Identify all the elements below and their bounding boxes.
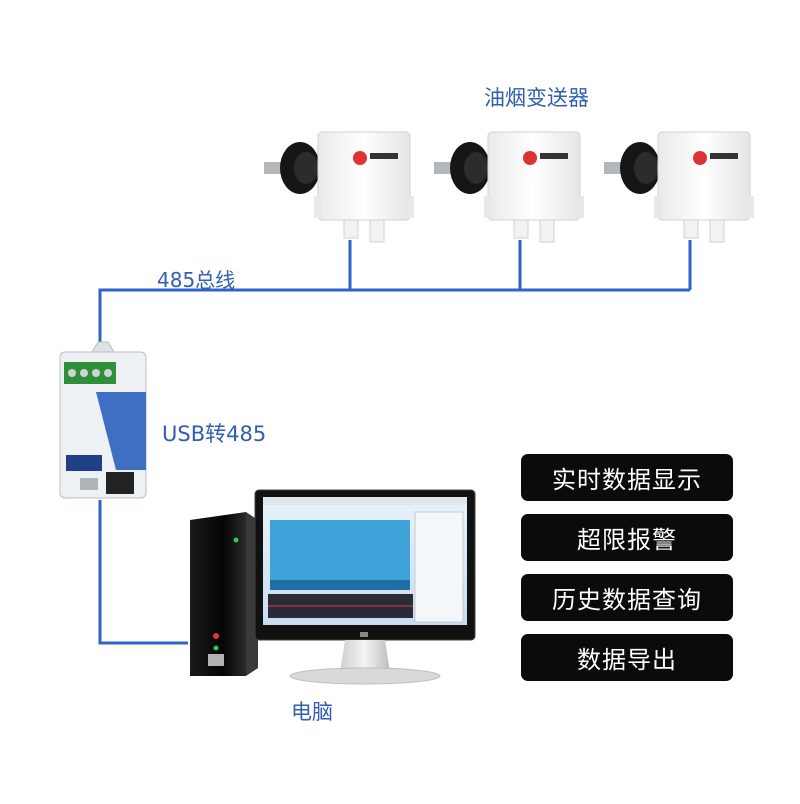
pc-tower (190, 512, 258, 676)
bus-wire (98, 288, 690, 352)
feature-data-export: 数据导出 (521, 634, 733, 681)
bus-label: 485总线 (157, 268, 236, 292)
feature-history-query: 历史数据查询 (521, 574, 733, 621)
feature-realtime-display: 实时数据显示 (521, 454, 733, 501)
monitor (254, 489, 476, 685)
converter-label: USB转485 (162, 422, 267, 446)
usb-cable (98, 500, 188, 645)
oil-fume-sensor-1 (264, 131, 414, 243)
sensor-group-label: 油烟变送器 (484, 86, 589, 110)
computer-label: 电脑 (291, 700, 333, 724)
oil-fume-sensor-2 (434, 131, 584, 243)
feature-limit-alarm: 超限报警 (521, 514, 733, 561)
usb-485-converter (59, 341, 147, 499)
oil-fume-sensor-3 (604, 131, 754, 243)
wiring (98, 240, 692, 645)
